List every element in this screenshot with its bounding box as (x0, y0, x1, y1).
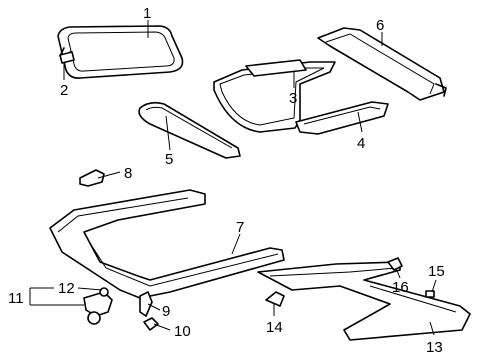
part-2-clip[interactable] (59, 51, 75, 64)
callout-15: 15 (428, 263, 445, 280)
part-9-clip[interactable] (139, 291, 153, 317)
part-15-plug[interactable] (425, 290, 435, 298)
part-3-drain-frame[interactable] (213, 59, 336, 133)
callout-3: 3 (289, 90, 297, 107)
part-12-bolt[interactable] (99, 287, 109, 297)
part-4-rail[interactable] (295, 101, 389, 135)
callout-16: 16 (392, 279, 409, 296)
part-16-clip[interactable] (387, 257, 403, 271)
callout-11: 11 (8, 290, 24, 307)
callout-14: 14 (266, 319, 283, 336)
callout-10: 10 (174, 323, 191, 340)
callout-13: 13 (426, 339, 443, 356)
leader-lines (29, 20, 437, 336)
part-6-housing[interactable] (317, 27, 447, 101)
callout-4: 4 (357, 135, 365, 152)
callout-8: 8 (124, 165, 132, 182)
part-1-glass-panel[interactable] (57, 25, 184, 79)
callout-6: 6 (376, 17, 384, 34)
callout-2: 2 (60, 82, 68, 99)
callout-9: 9 (162, 303, 170, 320)
part-11-motor[interactable] (83, 291, 113, 325)
part-10-nut[interactable] (143, 317, 159, 331)
callout-7: 7 (236, 219, 244, 236)
callout-1: 1 (143, 5, 151, 22)
part-7-roof-frame[interactable] (49, 189, 285, 299)
part-5-weatherstrip[interactable] (138, 101, 241, 159)
callout-5: 5 (165, 151, 173, 168)
callout-labels: 1 2 3 4 5 6 7 8 9 10 11 12 13 14 15 16 (8, 5, 445, 356)
part-14-clip[interactable] (265, 291, 285, 307)
callout-12: 12 (58, 280, 75, 297)
part-8-bracket[interactable] (79, 169, 105, 187)
